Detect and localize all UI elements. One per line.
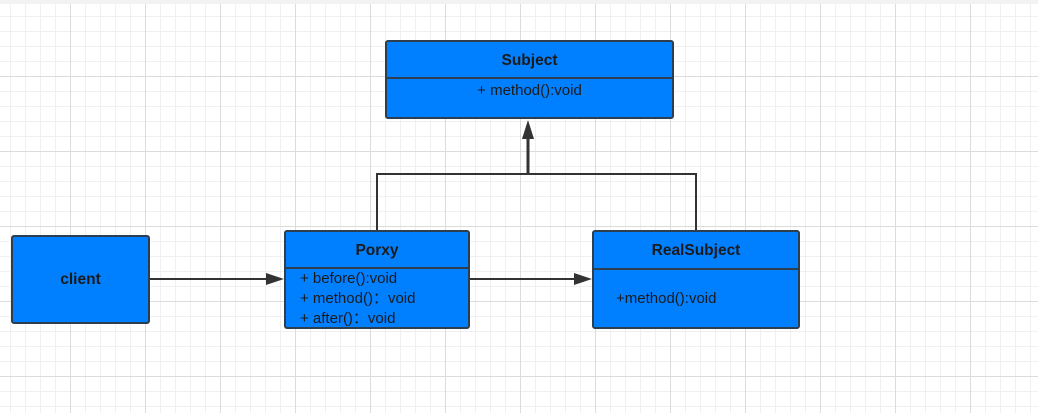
class-member: + method():void [477,82,582,99]
edge-proxy-realsubject-arrowhead [574,273,592,285]
class-node-realsubject[interactable]: RealSubject +method():void [592,230,800,329]
class-title: Porxy [286,232,468,269]
class-members: +method():void [594,270,798,309]
class-title: client [60,271,101,288]
class-title: RealSubject [594,232,798,270]
class-title: Subject [387,42,672,79]
edge-trunk-subject-arrowhead [522,120,534,139]
class-member: + after()：void [300,310,396,327]
edge-client-proxy-arrowhead [266,273,284,285]
class-node-subject[interactable]: Subject + method():void [385,40,674,119]
edge-realsubject-subject[interactable] [528,173,697,230]
class-member: +method():void [616,290,717,307]
edge-proxy-subject[interactable] [376,173,528,230]
class-node-proxy[interactable]: Porxy + before():void + method()：void + … [284,230,470,329]
diagram-canvas[interactable] [0,4,1038,413]
class-node-client[interactable]: client [11,235,150,324]
class-members: + before():void + method()：void + after(… [286,269,468,329]
class-members: + method():void [387,79,672,101]
class-member: + before():void [300,270,398,287]
class-member: + method()：void [300,290,416,307]
